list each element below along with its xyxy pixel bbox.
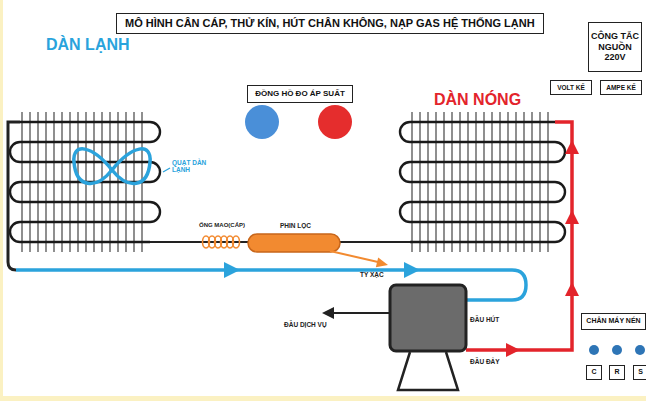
gauge-title-box: ĐỒNG HỒ ĐO ÁP SUẤT: [247, 85, 353, 103]
box-text: AMPE KẾ: [604, 84, 638, 92]
terminal-dot: [589, 345, 599, 355]
terminal-dot: [635, 345, 645, 355]
part-label: ĐẦU DỊCH VỤ: [284, 321, 327, 328]
flow-arrow: [506, 343, 520, 357]
discharge-pipe: [466, 122, 572, 350]
compressor-stand: [398, 352, 458, 390]
terminal-box: R: [609, 365, 625, 380]
condenser-coil: [400, 122, 565, 242]
part-label: QUẠT DÀN LẠNH: [172, 159, 210, 174]
flow-arrow: [404, 262, 420, 278]
terminal-dot: [612, 345, 622, 355]
panel: [3, 0, 646, 396]
box-text: C: [589, 368, 598, 376]
evaporator-fan: [74, 149, 150, 184]
compressor-terminal-box: CHÂN MÁY NÉN: [581, 313, 646, 330]
evaporator-coil: [10, 122, 160, 242]
compressor: [390, 285, 466, 351]
flow-arrow: [565, 210, 579, 224]
title-box: MÔ HÌNH CÂN CÁP, THỬ KÍN, HÚT CHÂN KHÔNG…: [116, 13, 544, 34]
capillary-coil: [233, 236, 240, 248]
part-label: ỐNG MAO(CÁP): [199, 222, 245, 229]
flow-arrow: [224, 262, 240, 278]
low-pressure-gauge: [245, 105, 279, 139]
service-port: [332, 312, 390, 314]
flow-arrow: [565, 282, 579, 296]
box-text: ĐỒNG HỒ ĐO ÁP SUẤT: [253, 89, 347, 99]
box-text: S: [636, 368, 645, 376]
box-text: VOLT KẾ: [555, 84, 587, 92]
coil-label: DÀN LẠNH: [46, 36, 130, 54]
part-label: PHIN LỌC: [280, 222, 311, 229]
box-text: CHÂN MÁY NÉN: [584, 317, 642, 325]
leader-line: [163, 168, 170, 172]
box-text: CÔNG TẮC NGUỒN 220V: [589, 31, 641, 63]
outlet-pipe: [8, 122, 20, 270]
high-pressure-gauge: [318, 105, 352, 139]
coil-label: DÀN NÓNG: [434, 91, 521, 109]
terminal-box: S: [633, 365, 646, 380]
box-text: R: [612, 368, 621, 376]
charging-port-arrow: [376, 258, 388, 268]
terminal-box: C: [586, 365, 602, 380]
flow-arrow: [565, 140, 579, 154]
charging-port: [330, 251, 378, 262]
title: MÔ HÌNH CÂN CÁP, THỬ KÍN, HÚT CHÂN KHÔNG…: [125, 17, 535, 30]
part-label: TY XẠC: [360, 271, 384, 278]
service-port-arrow: [322, 307, 334, 319]
voltmeter-box: VOLT KẾ: [550, 80, 592, 95]
power-switch-box: CÔNG TẮC NGUỒN 220V: [588, 22, 642, 72]
part-label: ĐẦU ĐẨY: [470, 358, 500, 365]
ammeter-box: AMPE KẾ: [600, 80, 642, 95]
part-label: ĐẦU HÚT: [470, 316, 499, 323]
liquid-line: [340, 241, 410, 243]
filter-drier: [248, 234, 340, 252]
